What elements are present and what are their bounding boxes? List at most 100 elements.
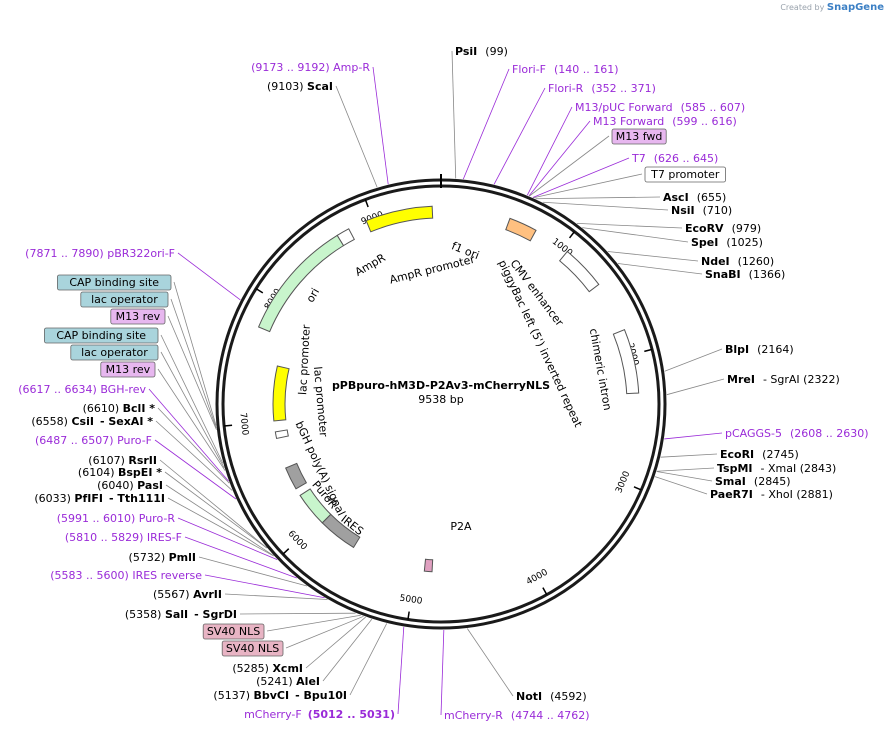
feature-text: P2A (450, 520, 472, 533)
leader-line (607, 251, 699, 262)
leader-line (177, 252, 241, 301)
tick-mark (644, 348, 653, 353)
site-position: (6104) (78, 466, 118, 479)
site-position: (1025) (726, 236, 763, 249)
site-position: (99) (485, 45, 508, 58)
leader-line (177, 517, 278, 561)
site-name: Puro-R (139, 512, 176, 525)
site-position: (626 .. 645) (654, 152, 719, 165)
site-name-alt: (5012 .. 5031) (308, 708, 395, 721)
site-name: Flori-F (512, 63, 546, 76)
site-position: (585 .. 607) (681, 101, 746, 114)
site-position: (5583 .. 5600) (50, 569, 132, 582)
site-position: (5810 .. 5829) (65, 531, 147, 544)
site-name: AvrII (193, 588, 222, 601)
feature-ampr (257, 234, 345, 333)
leader-line (664, 348, 723, 372)
watermark-prefix: Created by (780, 3, 825, 12)
enzyme-label: NsiI(710) (671, 204, 732, 217)
leader-line (170, 298, 217, 429)
leader-line (204, 574, 325, 599)
primer-label: (5991 .. 6010) Puro-R (57, 512, 176, 525)
leader-line (542, 201, 669, 211)
site-position: (5732) (129, 551, 169, 564)
enzyme-label: NotI (4592) (516, 690, 587, 703)
site-name: M13 Forward (593, 115, 664, 128)
feature-box (221, 640, 284, 657)
site-position: (979) (732, 222, 762, 235)
feature-box-label: lac operator (81, 346, 148, 359)
site-position: (655) (697, 191, 727, 204)
leader-line (654, 476, 708, 495)
feature-lac-promoter (274, 429, 289, 440)
plasmid-length: 9538 bp (418, 393, 463, 406)
feature-bgh-poly-a-signal (285, 462, 308, 490)
site-name: ScaI (307, 80, 333, 93)
leader-line (451, 50, 457, 179)
features (257, 205, 640, 573)
leader-line (664, 432, 723, 440)
site-name: mCherry-F (244, 708, 302, 721)
enzyme-label: AscI (655) (663, 191, 726, 204)
site-name: SpeI (691, 236, 718, 249)
leader-line (372, 66, 389, 185)
site-name: PasI (137, 479, 163, 492)
tick-mark (224, 424, 233, 427)
site-position: (6487 .. 6507) (35, 434, 117, 447)
enzyme-label: MreI- SgrAI (2322) (727, 373, 840, 386)
leader-line (160, 334, 224, 464)
enzyme-label: NdeI(1260) (701, 255, 774, 268)
feature-ires (321, 513, 361, 549)
site-name: AscI (663, 191, 689, 204)
site-position: (5991 .. 6010) (57, 512, 139, 525)
site-position: - SgrAI (2322) (763, 373, 840, 386)
site-position: (2745) (762, 448, 799, 461)
leader-line (239, 612, 356, 615)
enzyme-label: SnaBI(1366) (705, 268, 785, 281)
site-name: PaeR7I (710, 488, 753, 501)
enzyme-label: (5285) XcmI (232, 662, 303, 675)
leader-line (184, 536, 297, 579)
site-name: M13/pUC Forward (575, 101, 673, 114)
site-position: (5241) (256, 675, 296, 688)
enzyme-label: PsiI(99) (455, 45, 508, 58)
enzyme-label: SpeI (1025) (691, 236, 763, 249)
primer-label: M13 Forward(599 .. 616) (593, 115, 737, 128)
primer-label: (6487 .. 6507) Puro-F (35, 434, 152, 447)
enzyme-label: (6107) RsrII (88, 454, 157, 467)
site-name-alt: - Bpu10I (295, 689, 347, 702)
tick-label: 4000 (525, 568, 550, 588)
site-position: (2164) (757, 343, 794, 356)
primer-label: pCAGGS-5(2608 .. 2630) (725, 427, 869, 440)
leader-line (528, 120, 591, 197)
primer-label: Flori-R(352 .. 371) (548, 82, 656, 95)
site-name: RsrII (128, 454, 157, 467)
tick-label: 5000 (399, 594, 423, 607)
site-position: (7871 .. 7890) (25, 247, 107, 260)
site-position: (6033) (34, 492, 74, 505)
site-name: Puro-F (117, 434, 152, 447)
site-position: (9103) (267, 80, 307, 93)
feature-piggybac-left-5-inverted-repeat (505, 217, 537, 242)
site-name-alt: - SgrDI (194, 608, 237, 621)
feature-box-label: M13 rev (106, 363, 151, 376)
enzyme-label: (6033) PfIFI- Tth111I (34, 492, 165, 505)
primer-label: M13/pUC Forward (585 .. 607) (575, 101, 745, 114)
leader-line (462, 68, 510, 180)
site-position: (4744 .. 4762) (511, 709, 590, 722)
feature-box-label: CAP binding site (56, 329, 146, 342)
site-position: (9173 .. 9192) (251, 61, 333, 74)
site-position: (4592) (550, 690, 587, 703)
leader-line (173, 281, 217, 426)
primer-label: Flori-F(140 .. 161) (512, 63, 619, 76)
snapgene-logo: SnapGene (826, 2, 884, 13)
leader-line (529, 135, 610, 197)
feature-text: piggyBac left (5') inverted repeat (496, 258, 585, 430)
leader-line (660, 453, 718, 458)
site-name: NotI (516, 690, 542, 703)
site-labels: PsiI(99) Flori-F(140 .. 161) Flori-R(352 .… (18, 45, 868, 722)
site-name: EcoRI (720, 448, 754, 461)
site-position: (5358) (125, 608, 165, 621)
leader-line (656, 471, 713, 482)
